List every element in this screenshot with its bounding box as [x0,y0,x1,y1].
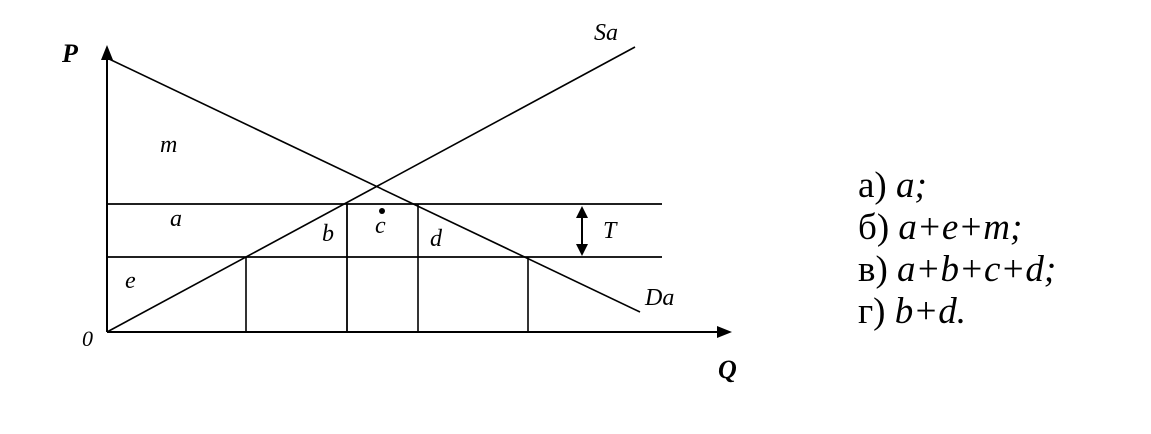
answer-letter: б) [858,207,890,248]
area-m-label: m [160,132,177,158]
area-b-label: b [322,221,334,247]
answer-option: г) b+d. [858,291,1056,333]
supply-curve [106,46,636,333]
supply-label: Sa [594,20,618,46]
demand-label: Da [644,285,674,311]
q-axis-label: Q [718,355,737,384]
p-axis-label: P [61,39,79,68]
equilibrium-point [379,208,385,214]
area-d-label: d [430,226,443,252]
area-a-label: a [170,206,182,232]
q-axis-arrowhead [717,326,732,338]
tax-arrow-head-down [576,244,588,256]
answer-option: в) a+b+c+d; [858,249,1056,291]
answer-letter: г) [858,291,886,332]
answer-expression: a+b+c+d; [897,249,1057,290]
area-c-label: c [375,213,386,239]
answer-letter: а) [858,165,887,206]
origin-label: 0 [82,326,93,351]
answer-expression: a; [896,165,927,206]
answer-expression: a+e+m; [898,207,1023,248]
area-e-label: e [125,268,136,294]
answer-expression: b+d. [894,291,966,332]
tax-arrow-head-up [576,206,588,218]
answer-options: а) a; б) a+e+m; в) a+b+c+d; г) b+d. [858,165,1056,333]
answer-letter: в) [858,249,888,290]
tax-label: T [603,218,618,244]
p-axis-arrowhead [101,45,113,60]
answer-option: а) a; [858,165,1056,207]
demand-curve [106,57,641,313]
answer-option: б) a+e+m; [858,207,1056,249]
